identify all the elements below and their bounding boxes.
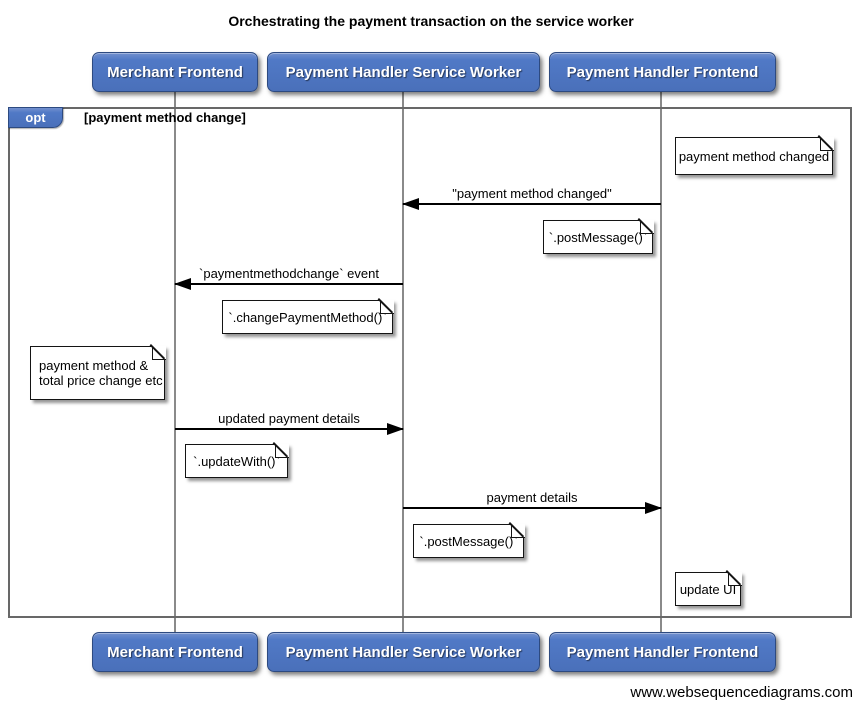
note-text: update UI: [679, 581, 737, 597]
actor-label: Merchant Frontend: [107, 643, 243, 661]
opt-operator-label: opt: [25, 110, 46, 125]
actor-label: Payment Handler Frontend: [566, 63, 759, 81]
lifeline-merchant-frontend: [174, 92, 176, 632]
actor-bottom-payment-handler-service-worker: Payment Handler Service Worker: [267, 632, 540, 672]
watermark: www.websequencediagrams.com: [630, 684, 853, 701]
opt-guard-label: [payment method change]: [84, 110, 246, 125]
note-fold-corner-icon: [151, 345, 166, 360]
label-updated-payment-details: updated payment details: [218, 411, 360, 426]
arrow-updated-payment-details: [175, 423, 404, 435]
note-text: `.postMessage()`: [419, 533, 518, 549]
note-text: `.changePaymentMethod()`: [228, 309, 387, 325]
actor-bottom-payment-handler-frontend: Payment Handler Frontend: [549, 632, 776, 672]
note-text: payment method & total price change etc: [39, 358, 163, 388]
note-updatewith: `.updateWith()`: [185, 443, 289, 478]
note-postmessage-1: `.postMessage()`: [543, 219, 654, 254]
lifeline-payment-handler-frontend: [660, 92, 662, 632]
actor-label: Payment Handler Service Worker: [285, 643, 522, 661]
actor-top-merchant-frontend: Merchant Frontend: [92, 52, 258, 92]
label-paymentmethodchange-event: `paymentmethodchange` event: [199, 266, 379, 281]
note-payment-method-total-price: payment method & total price change etc: [30, 345, 166, 400]
note-fold-corner-icon: [727, 571, 742, 586]
opt-fragment-frame: [8, 107, 852, 618]
actor-label: Merchant Frontend: [107, 63, 243, 81]
note-fold-corner-icon: [379, 299, 394, 314]
actor-label: Payment Handler Frontend: [566, 643, 759, 661]
note-fold-corner-icon: [274, 443, 289, 458]
note-payment-method-changed: payment method changed: [675, 136, 834, 175]
note-text: `.postMessage()`: [548, 229, 648, 245]
actor-bottom-merchant-frontend: Merchant Frontend: [92, 632, 258, 672]
opt-operator-tab: opt: [8, 107, 63, 128]
actor-top-payment-handler-frontend: Payment Handler Frontend: [549, 52, 776, 92]
arrow-paymentmethodchange-event: [174, 278, 403, 290]
label-payment-details: payment details: [486, 490, 578, 505]
note-update-ui: update UI: [675, 571, 742, 606]
note-postmessage-2: `.postMessage()`: [413, 523, 525, 558]
label-payment-method-changed: "payment method changed": [452, 186, 612, 201]
arrow-payment-details: [403, 502, 662, 514]
note-fold-corner-icon: [819, 136, 834, 151]
note-fold-corner-icon: [510, 523, 525, 538]
actor-label: Payment Handler Service Worker: [285, 63, 522, 81]
arrow-payment-method-changed: [402, 198, 661, 210]
note-changepaymentmethod: `.changePaymentMethod()`: [222, 299, 394, 334]
note-fold-corner-icon: [639, 219, 654, 234]
note-text: payment method changed: [678, 148, 830, 164]
diagram-title: Orchestrating the payment transaction on…: [228, 13, 634, 29]
actor-top-payment-handler-service-worker: Payment Handler Service Worker: [267, 52, 540, 92]
lifeline-payment-handler-service-worker: [402, 92, 404, 632]
note-text: `.updateWith()`: [193, 453, 280, 469]
